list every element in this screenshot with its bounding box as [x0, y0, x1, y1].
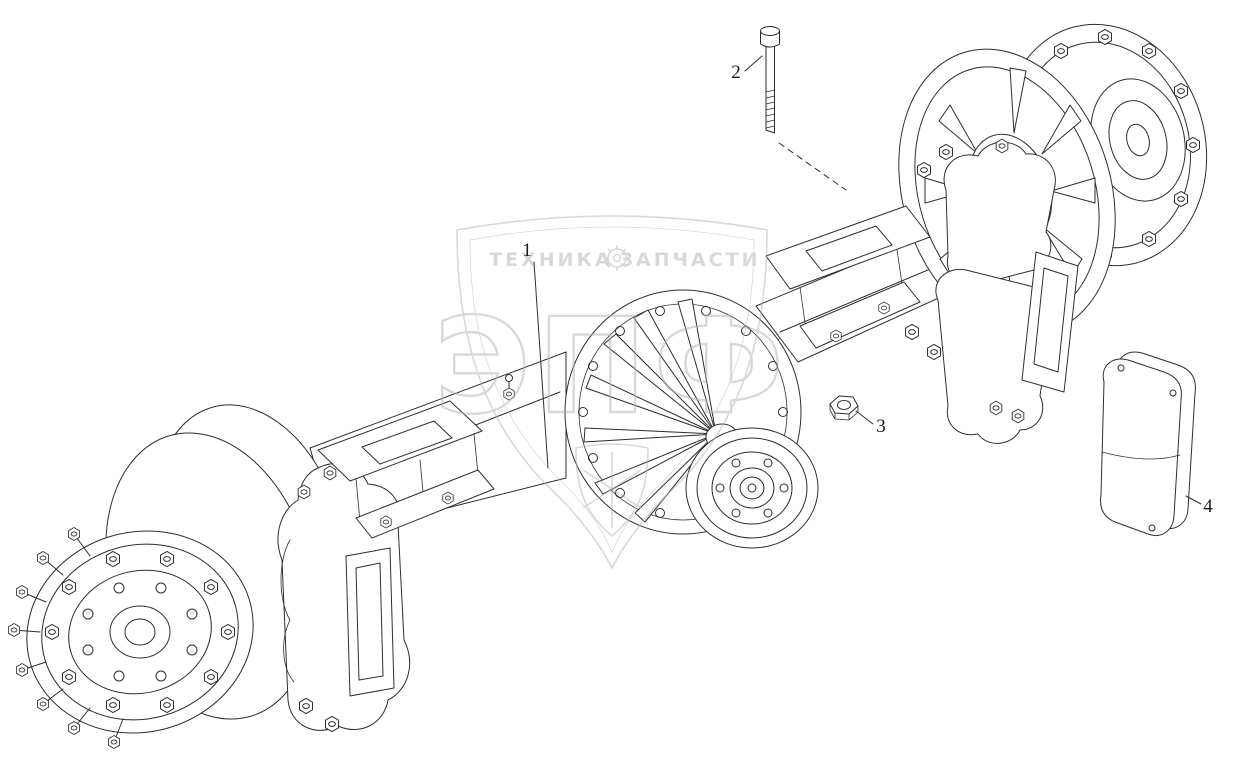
- callout-4-leader: [1185, 495, 1202, 505]
- mounting-bolt-part: [760, 26, 780, 134]
- left-hub-studs: [8, 527, 124, 749]
- callout-2-leader: [744, 55, 763, 72]
- breather-valve: [503, 374, 515, 401]
- left-brake-caliper: [277, 463, 411, 733]
- brake-pad-part: [1100, 351, 1196, 536]
- watermark-logo-text: ЭПФ: [434, 290, 790, 444]
- watermark-shield: [456, 215, 768, 570]
- output-flange: [685, 427, 819, 549]
- callout-4-label: 4: [1203, 496, 1213, 517]
- housing-ribs: [583, 298, 717, 523]
- callout-2-label: 2: [731, 62, 741, 83]
- gear-icon: [604, 245, 630, 271]
- callout-3-label: 3: [876, 416, 886, 437]
- callout-1-leader: [533, 261, 549, 469]
- left-hub-hole-ring: [82, 582, 198, 682]
- snowflake-icon: [575, 443, 649, 538]
- watermark-tagline-left: ТЕХНИКА: [489, 249, 613, 271]
- watermark-tagline-right: ЗАПЧАСТИ: [620, 249, 761, 271]
- watermark: ТЕХНИКА ЗАПЧАСТИ ЭПФ: [433, 215, 790, 570]
- callout-2-dashed-line: [778, 142, 847, 191]
- callouts: 1 2 3 4: [522, 55, 1213, 517]
- hex-nut-part: [829, 395, 859, 421]
- axle-drawing: [8, 23, 1208, 749]
- callout-3-leader: [855, 410, 874, 425]
- right-spring-seat: [765, 205, 931, 349]
- flange-bolt-holes: [715, 458, 789, 518]
- left-spring-seat: [317, 400, 495, 539]
- right-brake-caliper: [905, 138, 1079, 444]
- left-wheel-hub: [8, 527, 254, 749]
- callout-1-label: 1: [522, 240, 532, 261]
